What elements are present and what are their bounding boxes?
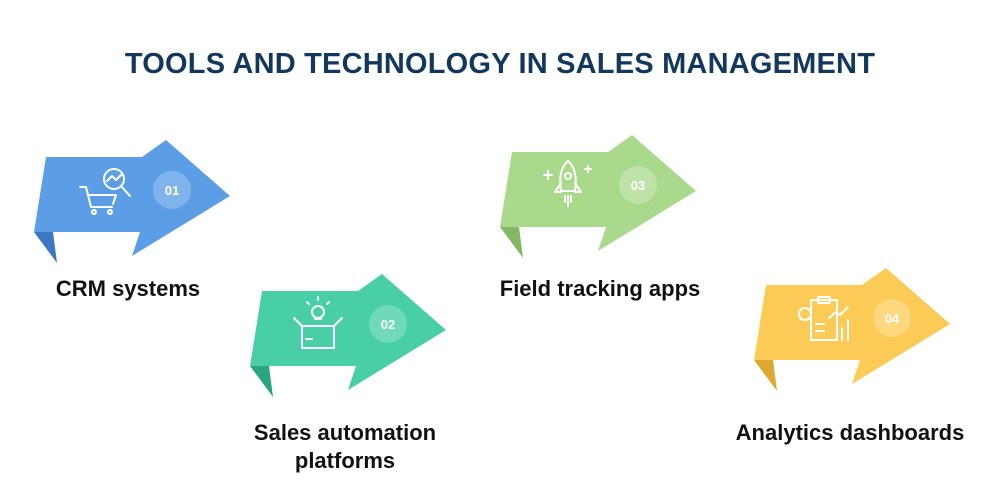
number-badge [369,305,407,343]
step-label-1: CRM systems [28,275,228,303]
arrow-fold [34,232,57,263]
step-number: 02 [381,317,395,332]
step-label-line: CRM systems [55,276,201,301]
arrow-fold [754,360,777,391]
step-label-line: Analytics dashboards [735,420,965,445]
step-label-line: Field tracking apps [499,276,701,301]
cart-analytics-icon [79,168,131,215]
arrow-fold [500,227,523,258]
arrow-body [754,268,950,384]
rocket-icon [543,160,592,207]
step-number: 04 [885,311,900,326]
report-chart-icon [798,296,849,341]
step-label-2: Sales automation platforms [230,419,460,475]
number-badge [619,166,657,204]
arrow-fold [250,366,273,397]
arrow-body [250,274,446,390]
arrow-body [500,135,696,251]
step-label-3: Field tracking apps [470,275,730,303]
number-badge [153,171,191,209]
step-number: 01 [165,183,179,198]
number-badge [873,299,911,337]
step-label-line: platforms [294,448,396,473]
page-title: TOOLS AND TECHNOLOGY IN SALES MANAGEMENT [124,48,876,80]
step-label-4: Analytics dashboards [700,419,1000,447]
box-lightbulb-icon [293,296,343,349]
step-number: 03 [631,178,645,193]
arrow-body [34,140,230,256]
step-label-line: Sales automation [253,420,437,445]
